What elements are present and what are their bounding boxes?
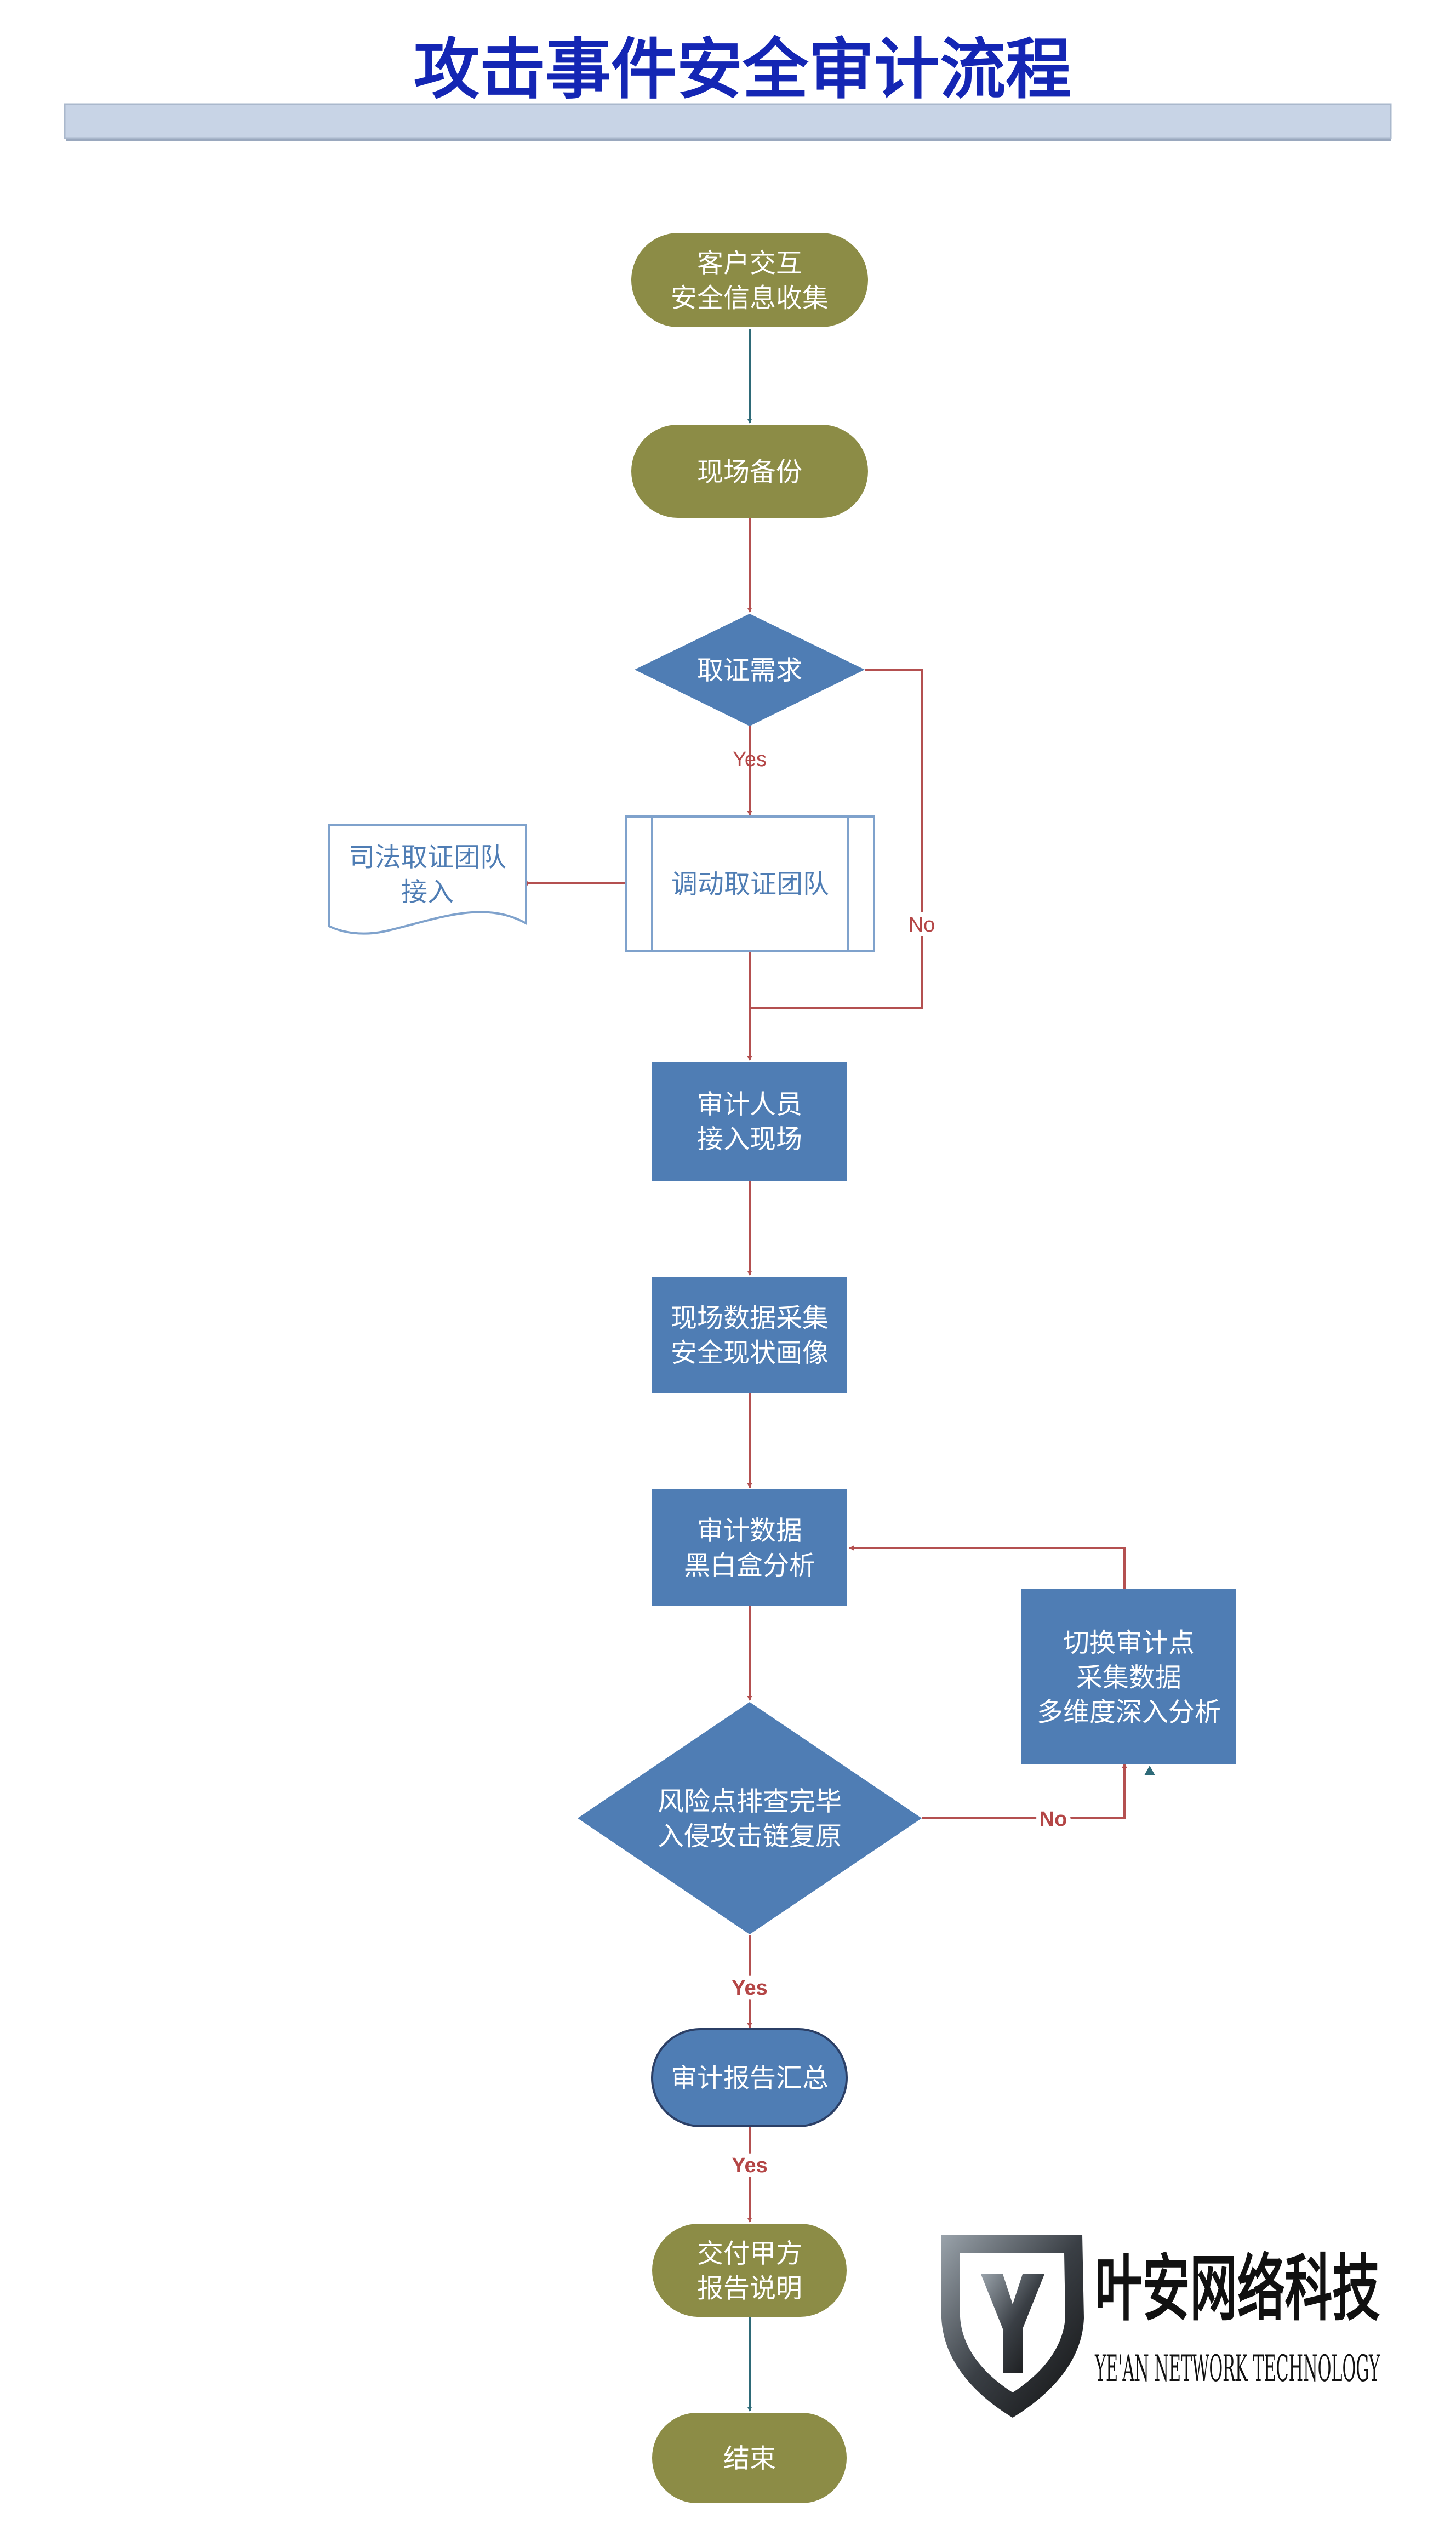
node-end: 结束 [652,2413,847,2503]
node-auditor-arrive: 审计人员接入现场 [652,1062,847,1181]
connector-switch-marker [1144,1766,1155,1775]
node-dispatch-team-text: 调动取证团队 [671,869,829,899]
node-judicial-team: 司法取证团队接入 [328,824,527,935]
node-deliver-text: 交付甲方报告说明 [697,2239,802,2304]
company-logo: 叶安网络科技 YE'AN NETWORK TECHNOLOGY [941,2235,1380,2418]
connector-risk-no-switch [922,1763,1127,1819]
shield-y-icon [941,2235,1084,2418]
node-forensic-need-text: 取证需求 [697,655,802,686]
node-auditor-arrive-text: 审计人员接入现场 [697,1089,802,1155]
logo-name: 叶安网络科技 [1095,2246,1380,2331]
logo-subtitle: YE'AN NETWORK TECHNOLOGY [1095,2348,1380,2390]
page-title: 攻击事件安全审计流程 [414,31,1071,108]
node-data-collect: 现场数据采集安全现状画像 [652,1277,847,1393]
node-report-summary: 审计报告汇总 [651,2028,848,2127]
label-yes-report: Yes [732,2154,768,2177]
title-banner [64,103,1392,139]
node-switch-point: 切换审计点采集数据多维度深入分析 [1021,1589,1236,1764]
label-yes-risk: Yes [732,1977,768,2000]
node-start: 客户交互安全信息收集 [631,233,868,327]
node-end-text: 结束 [723,2443,776,2474]
node-audit-data: 审计数据黑白盒分析 [652,1489,847,1606]
node-dispatch-team: 调动取证团队 [625,815,875,952]
node-start-text: 客户交互安全信息收集 [671,248,829,313]
node-deliver: 交付甲方报告说明 [652,2224,847,2317]
node-data-collect-text: 现场数据采集安全现状画像 [671,1303,829,1368]
label-no-forensic: No [909,913,935,936]
node-audit-data-text: 审计数据黑白盒分析 [684,1516,815,1581]
node-report-summary-text: 审计报告汇总 [671,2063,829,2093]
node-backup-text: 现场备份 [697,456,802,487]
label-no-risk: No [1040,1808,1067,1831]
node-switch-point-text: 切换审计点采集数据多维度深入分析 [1037,1628,1221,1728]
node-risk-check: 风险点排查完毕入侵攻击链复原 [578,1702,922,1934]
node-risk-check-text: 风险点排查完毕入侵攻击链复原 [658,1786,842,1852]
label-yes-forensic: Yes [733,748,767,771]
connector-switch-audit [849,1545,1126,1589]
node-backup: 现场备份 [631,425,868,518]
node-forensic-need: 取证需求 [635,614,865,726]
connector-need-no-bypass [751,669,923,1009]
node-judicial-team-text: 司法取证团队接入 [349,842,506,907]
